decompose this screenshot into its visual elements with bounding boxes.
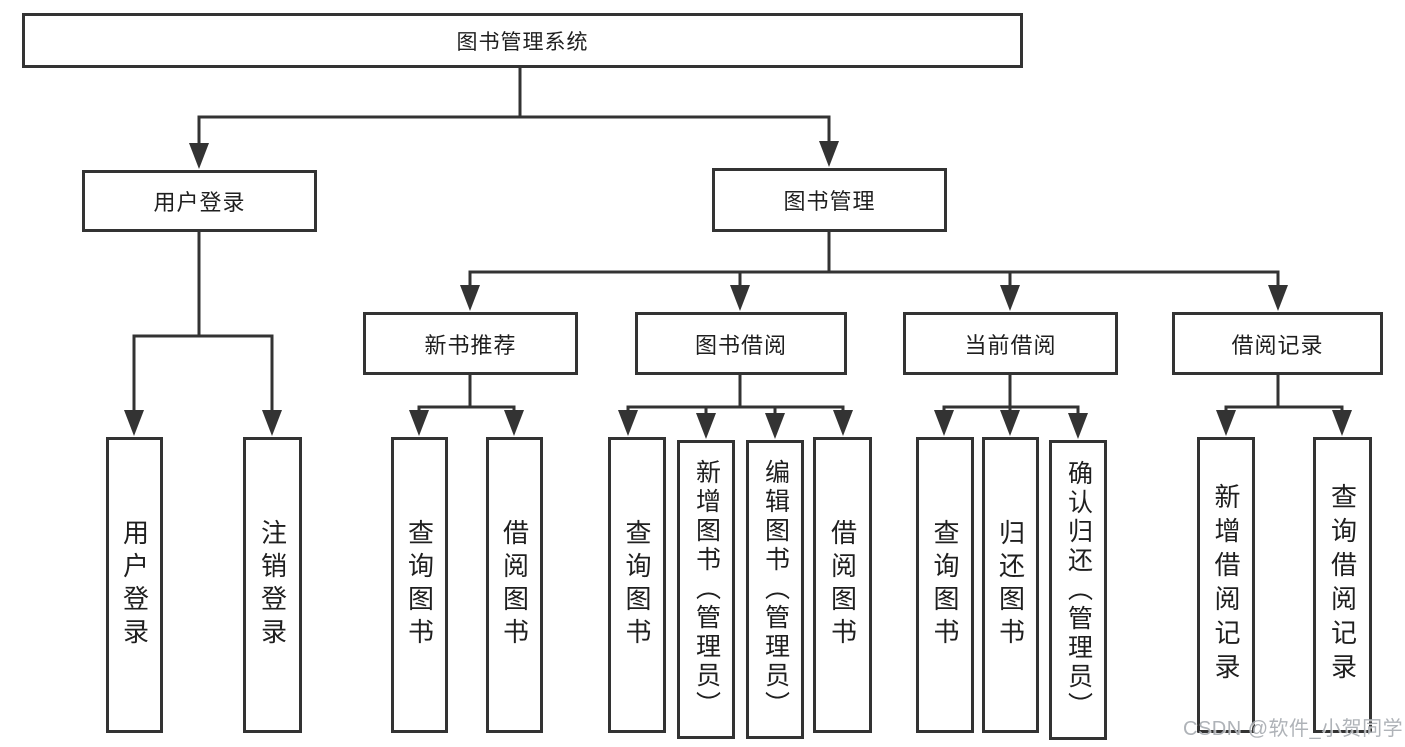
leaf-query-books-current: 查询图书 [916,437,974,733]
leaf-query-borrow-record-label: 查询借阅记录 [1327,483,1358,687]
leaf-return-books-label: 归还图书 [995,519,1026,651]
leaf-query-books-borrow: 查询图书 [608,437,666,733]
leaf-query-borrow-record: 查询借阅记录 [1313,437,1372,733]
leaf-user-login: 用户登录 [106,437,163,733]
node-book-management: 图书管理 [712,168,947,232]
node-library-system-label: 图书管理系统 [456,30,589,54]
leaf-user-login-label: 用户登录 [119,519,150,651]
leaf-add-borrow-record: 新增借阅记录 [1197,437,1255,733]
leaf-query-books-recommend-label: 查询图书 [404,519,435,651]
leaf-query-books-borrow-label: 查询图书 [622,519,652,651]
leaf-confirm-return-admin: 确认归还（管理员） [1049,440,1107,740]
leaf-return-books: 归还图书 [982,437,1039,733]
node-borrow-records-label: 借阅记录 [1231,332,1324,358]
leaf-logout-label: 注销登录 [257,519,288,651]
node-user-login: 用户登录 [82,170,317,232]
leaf-borrow-books-recommend: 借阅图书 [486,437,543,733]
node-book-management-label: 图书管理 [783,189,876,214]
node-current-borrowing: 当前借阅 [903,312,1118,375]
node-book-borrowing: 图书借阅 [635,312,847,375]
leaf-add-borrow-record-label: 新增借阅记录 [1211,483,1241,687]
node-book-borrowing-label: 图书借阅 [694,332,787,358]
node-user-login-label: 用户登录 [153,190,246,215]
leaf-add-book-admin-label: 新增图书（管理员） [692,459,721,720]
leaf-borrow-books: 借阅图书 [813,437,872,733]
node-current-borrowing-label: 当前借阅 [964,332,1057,358]
leaf-borrow-books-recommend-label: 借阅图书 [499,519,530,651]
node-new-book-recommendation: 新书推荐 [363,312,578,375]
leaf-borrow-books-label: 借阅图书 [827,519,858,651]
node-library-system: 图书管理系统 [22,13,1023,68]
node-borrow-records: 借阅记录 [1172,312,1383,375]
leaf-query-books-recommend: 查询图书 [391,437,448,733]
leaf-query-books-current-label: 查询图书 [930,519,960,651]
leaf-logout: 注销登录 [243,437,302,733]
leaf-confirm-return-admin-label: 确认归还（管理员） [1064,459,1093,721]
csdn-watermark: CSDN @软件_小贺同学 [1183,718,1404,740]
node-new-book-recommendation-label: 新书推荐 [424,332,517,358]
leaf-edit-book-admin: 编辑图书（管理员） [746,440,804,739]
leaf-edit-book-admin-label: 编辑图书（管理员） [761,459,790,720]
leaf-add-book-admin: 新增图书（管理员） [677,440,735,739]
